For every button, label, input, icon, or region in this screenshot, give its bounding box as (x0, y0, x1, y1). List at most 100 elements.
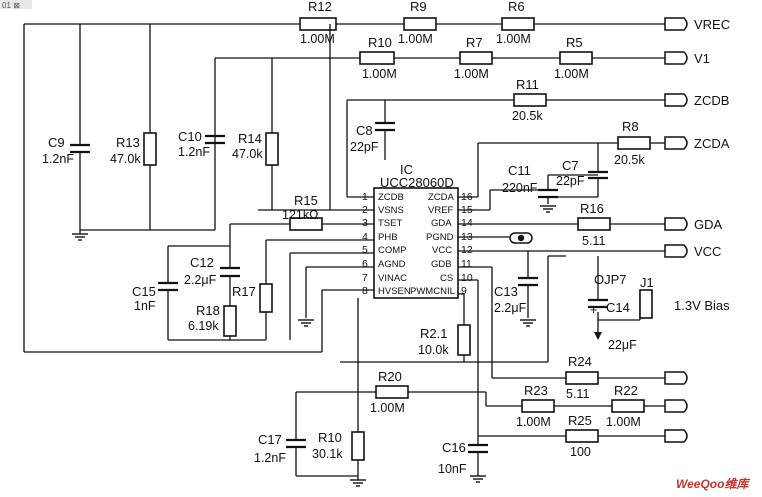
resistor-r6 (501, 17, 535, 31)
resistor-r12 (299, 17, 337, 31)
r18-value: 6.19k (188, 319, 219, 333)
ic-left-pins: ZCDB VSNS TSET PHB COMP AGND VINAC HVSEN… (362, 191, 411, 297)
ic-part: UCC28060D (380, 175, 454, 190)
r7-ref: R7 (466, 35, 483, 50)
zcdb-net-label: ZCDB (694, 93, 729, 108)
vcc-port (664, 244, 688, 258)
pin-1-num: 1 (362, 191, 368, 203)
c15-value: 1nF (134, 299, 156, 313)
pin-10-name: CS (440, 273, 453, 284)
resistor-r24 (565, 371, 599, 385)
r11-ref: R11 (516, 77, 539, 92)
r12-ref: R12 (308, 0, 332, 14)
capacitor-c14: + (588, 298, 608, 317)
c16-value: 10nF (438, 462, 467, 476)
pin-10-num: 10 (461, 272, 473, 284)
pin-8-num: 8 (362, 285, 368, 297)
resistor-r25 (565, 429, 599, 443)
r15-ref: R15 (294, 193, 318, 208)
pin-4-num: 4 (362, 231, 368, 243)
c9-ref: C9 (48, 135, 65, 150)
pin-13-name: PGND (426, 232, 454, 243)
resistor-r21 (457, 324, 471, 356)
j1-ref: J1 (640, 275, 654, 290)
pin-15-name: VREF (428, 205, 454, 216)
c14-value: 22μF (608, 338, 637, 352)
r5-ref: R5 (566, 35, 583, 50)
c12-ref: C12 (190, 255, 214, 270)
capacitor-c11 (538, 188, 558, 213)
pin-12-name: VCC (432, 245, 452, 256)
r22-port (664, 399, 688, 413)
corner-tag: 01 ⊠ (2, 1, 20, 10)
r13-value: 47.0k (110, 152, 141, 166)
r25-value: 100 (570, 445, 591, 459)
resistor-r10b (351, 431, 365, 461)
v1-port (664, 51, 688, 65)
r24-port (664, 371, 688, 385)
pin-6-name: AGND (378, 259, 406, 270)
pin-12-num: 12 (461, 244, 473, 256)
r14-value: 47.0k (232, 147, 263, 161)
resistor-r17 (259, 283, 273, 313)
c8-value: 22pF (350, 140, 379, 154)
capacitor-c9 (70, 24, 90, 230)
pgnd-jumper-dot (517, 234, 525, 242)
resistor-r7 (459, 51, 493, 65)
capacitor-c17 (286, 438, 306, 449)
resistor-r22 (611, 399, 645, 413)
zcda-net-label: ZCDA (694, 136, 730, 151)
c8-ref: C8 (356, 123, 373, 138)
r25-port (664, 429, 688, 443)
pin-5-name: COMP (378, 245, 407, 256)
pin-11-name: GDB (431, 259, 452, 270)
connector-j1 (639, 289, 653, 319)
left-lower-wires (167, 223, 374, 341)
pin-6-num: 6 (362, 258, 368, 270)
c7-ref: C7 (562, 158, 579, 173)
capacitor-c10 (205, 134, 225, 145)
vrec-divider-wires (23, 23, 665, 353)
r22-value: 1.00M (606, 415, 641, 429)
pin-2-name: VSNS (378, 205, 404, 216)
ic-ucc28060d-body (373, 187, 459, 299)
resistor-r20 (375, 385, 409, 399)
r11-value: 20.5k (512, 109, 543, 123)
c14-plus-sign: + (590, 303, 597, 317)
r25-ref: R25 (568, 413, 592, 428)
zcdb-port (664, 93, 688, 107)
j1-value: 1.3V Bias (674, 298, 730, 313)
c11-value: 220nF (502, 181, 538, 195)
ic-ref: IC (400, 162, 413, 177)
capacitor-c7 (588, 170, 608, 180)
zcda-wires (458, 142, 665, 211)
c12-value: 2.2μF (184, 273, 217, 287)
pin-9-num: 9 (461, 285, 467, 297)
r24-value: 5.11 (566, 387, 589, 401)
r16-ref: R16 (580, 201, 604, 216)
r22-ref: R22 (614, 383, 638, 398)
c10-ref: C10 (178, 129, 202, 144)
pin-3-name: TSET (378, 218, 402, 229)
r14-ref: R14 (238, 131, 262, 146)
pin-14-num: 14 (461, 217, 473, 229)
watermark: WeeQoo维库 (676, 477, 750, 491)
vcc-net-label: VCC (694, 244, 721, 259)
pin-14-name: GDA (431, 218, 452, 229)
vrec-port (664, 17, 688, 31)
r10b-ref: R10 (318, 430, 342, 445)
capacitor-c12 (220, 266, 240, 278)
resistor-r23 (521, 399, 555, 413)
c15-ref: C15 (132, 284, 156, 299)
c14-ref: C14 (606, 300, 630, 315)
r21-value: 10.0k (418, 343, 449, 357)
resistor-r18 (223, 305, 237, 337)
r21-ref: R2.1 (420, 326, 447, 341)
r18-ref: R18 (196, 303, 220, 318)
resistor-r9 (403, 17, 437, 31)
r10b-value: 30.1k (312, 447, 343, 461)
c17-value: 1.2nF (254, 451, 286, 465)
r5-value: 1.00M (554, 67, 589, 81)
resistor-r16 (577, 217, 611, 231)
